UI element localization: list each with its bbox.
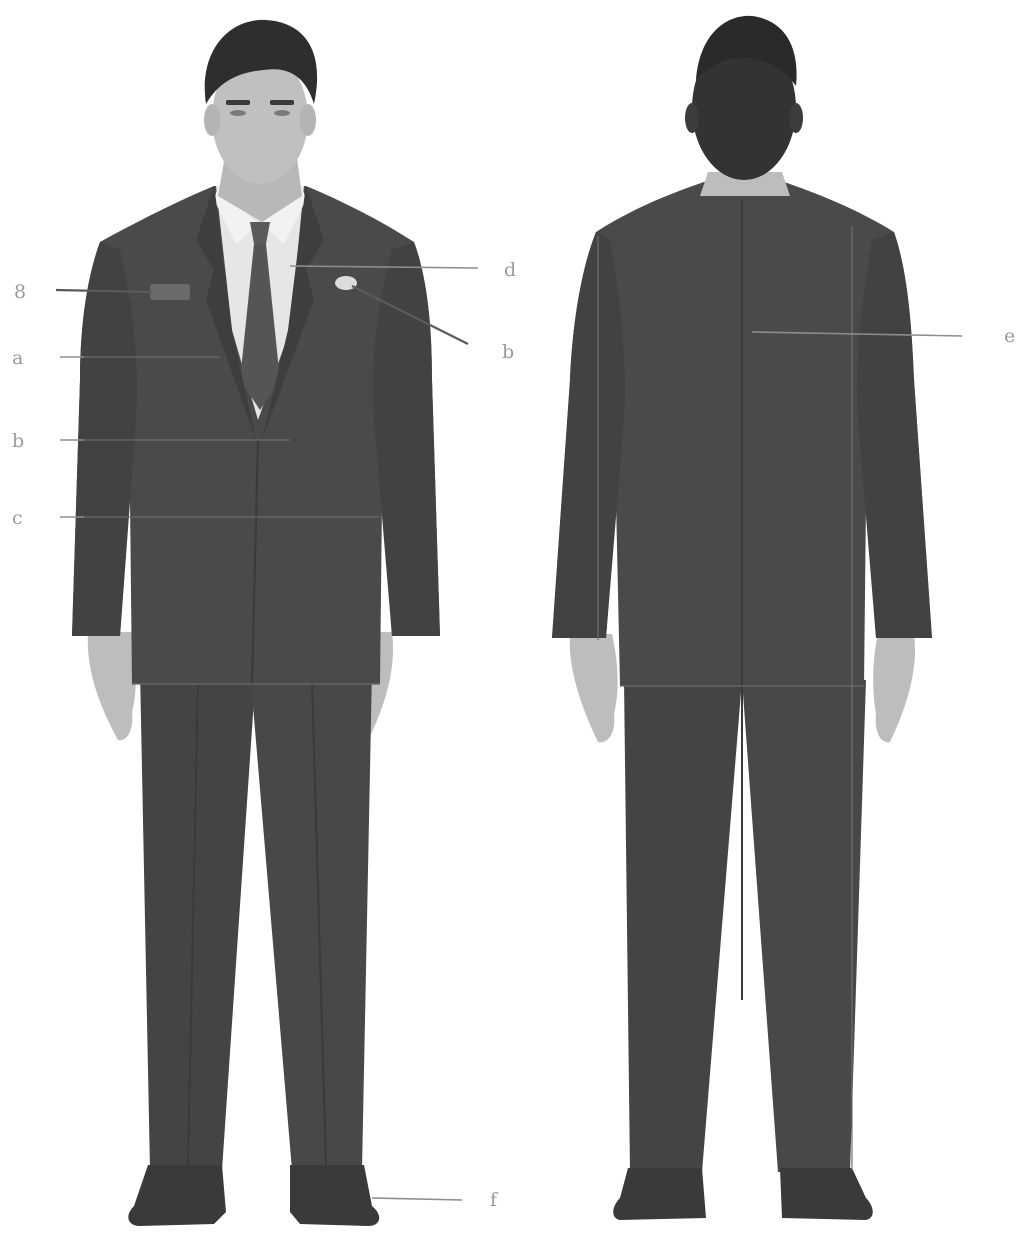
back-right-ear (789, 103, 803, 133)
front-left-hand (88, 632, 136, 740)
front-left-sleeve (72, 242, 137, 636)
front-figure (72, 20, 440, 1226)
label-f: f (490, 1189, 499, 1211)
back-left-ear (685, 103, 699, 133)
back-figure (552, 16, 932, 1220)
label-a: a (12, 347, 23, 369)
front-left-eyebrow (226, 100, 250, 105)
front-left-eye (230, 110, 246, 116)
back-left-hand (570, 634, 618, 742)
leader-f (372, 1198, 462, 1200)
front-left-ear (204, 104, 220, 136)
back-left-trouser-leg (624, 680, 742, 1172)
label-c: c (12, 507, 23, 529)
label-pocket-square: 8 (14, 281, 26, 303)
label-b: b (12, 430, 24, 452)
label-e: e (1004, 325, 1015, 347)
back-left-sleeve (552, 232, 625, 638)
front-right-ear (300, 104, 316, 136)
label-d: d (504, 259, 516, 281)
front-right-eye (274, 110, 290, 116)
pocket-square (150, 284, 190, 300)
back-right-trouser-leg (742, 680, 866, 1172)
front-left-trouser-leg (140, 670, 256, 1170)
back-right-hand (873, 634, 915, 742)
front-right-shoe (290, 1165, 379, 1226)
front-right-eyebrow (270, 100, 294, 105)
back-right-shoe (780, 1168, 873, 1220)
front-left-shoe (128, 1165, 226, 1226)
label-pin: b (502, 341, 514, 363)
back-left-shoe (613, 1168, 706, 1220)
back-right-sleeve (857, 232, 932, 638)
front-right-trouser-leg (250, 670, 372, 1170)
